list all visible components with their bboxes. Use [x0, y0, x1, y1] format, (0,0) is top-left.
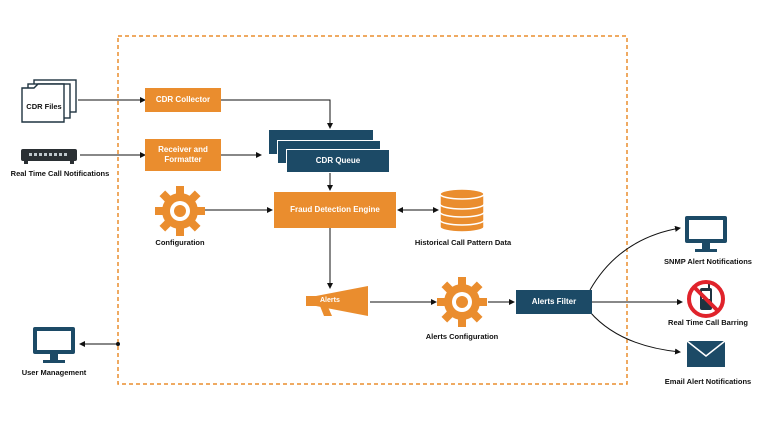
- email-alert-notifications-label: Email Alert Notifications: [664, 377, 752, 386]
- system-boundary: [117, 35, 628, 385]
- megaphone-icon: [306, 286, 368, 316]
- user-management-monitor-icon: [33, 327, 75, 363]
- envelope-icon: [686, 340, 726, 367]
- historical-call-pattern-data-label: Historical Call Pattern Data: [414, 238, 512, 247]
- alerts-label: Alerts: [320, 297, 340, 304]
- cdr-queue-box: CDR Queue: [286, 149, 390, 173]
- no-phone-icon: [687, 280, 725, 318]
- file-stack-icon: [21, 79, 77, 123]
- monitor-icon: [685, 216, 727, 252]
- real-time-call-barring-label: Real Time Call Barring: [668, 318, 748, 327]
- real-time-call-notifications-label: Real Time Call Notifications: [10, 169, 110, 178]
- fraud-detection-engine-box: Fraud Detection Engine: [274, 192, 396, 228]
- receiver-formatter-box: Receiver and Formatter: [145, 139, 221, 171]
- network-switch-icon: [21, 149, 77, 164]
- configuration-label: Configuration: [155, 238, 205, 247]
- arrow-filter-to-snmp: [589, 225, 681, 291]
- arrow-collector-to-queue: [221, 99, 333, 129]
- database-icon: [439, 188, 485, 233]
- arrow-filter-to-email: [589, 311, 681, 355]
- snmp-alert-notifications-label: SNMP Alert Notifications: [664, 257, 752, 266]
- gear-icon: [155, 186, 205, 236]
- alerts-configuration-label: Alerts Configuration: [425, 332, 499, 341]
- cdr-files-label: CDR Files: [26, 102, 62, 111]
- alerts-gear-icon: [437, 277, 487, 327]
- user-management-label: User Management: [21, 368, 87, 377]
- alerts-filter-box: Alerts Filter: [516, 290, 592, 314]
- cdr-collector-box: CDR Collector: [145, 88, 221, 112]
